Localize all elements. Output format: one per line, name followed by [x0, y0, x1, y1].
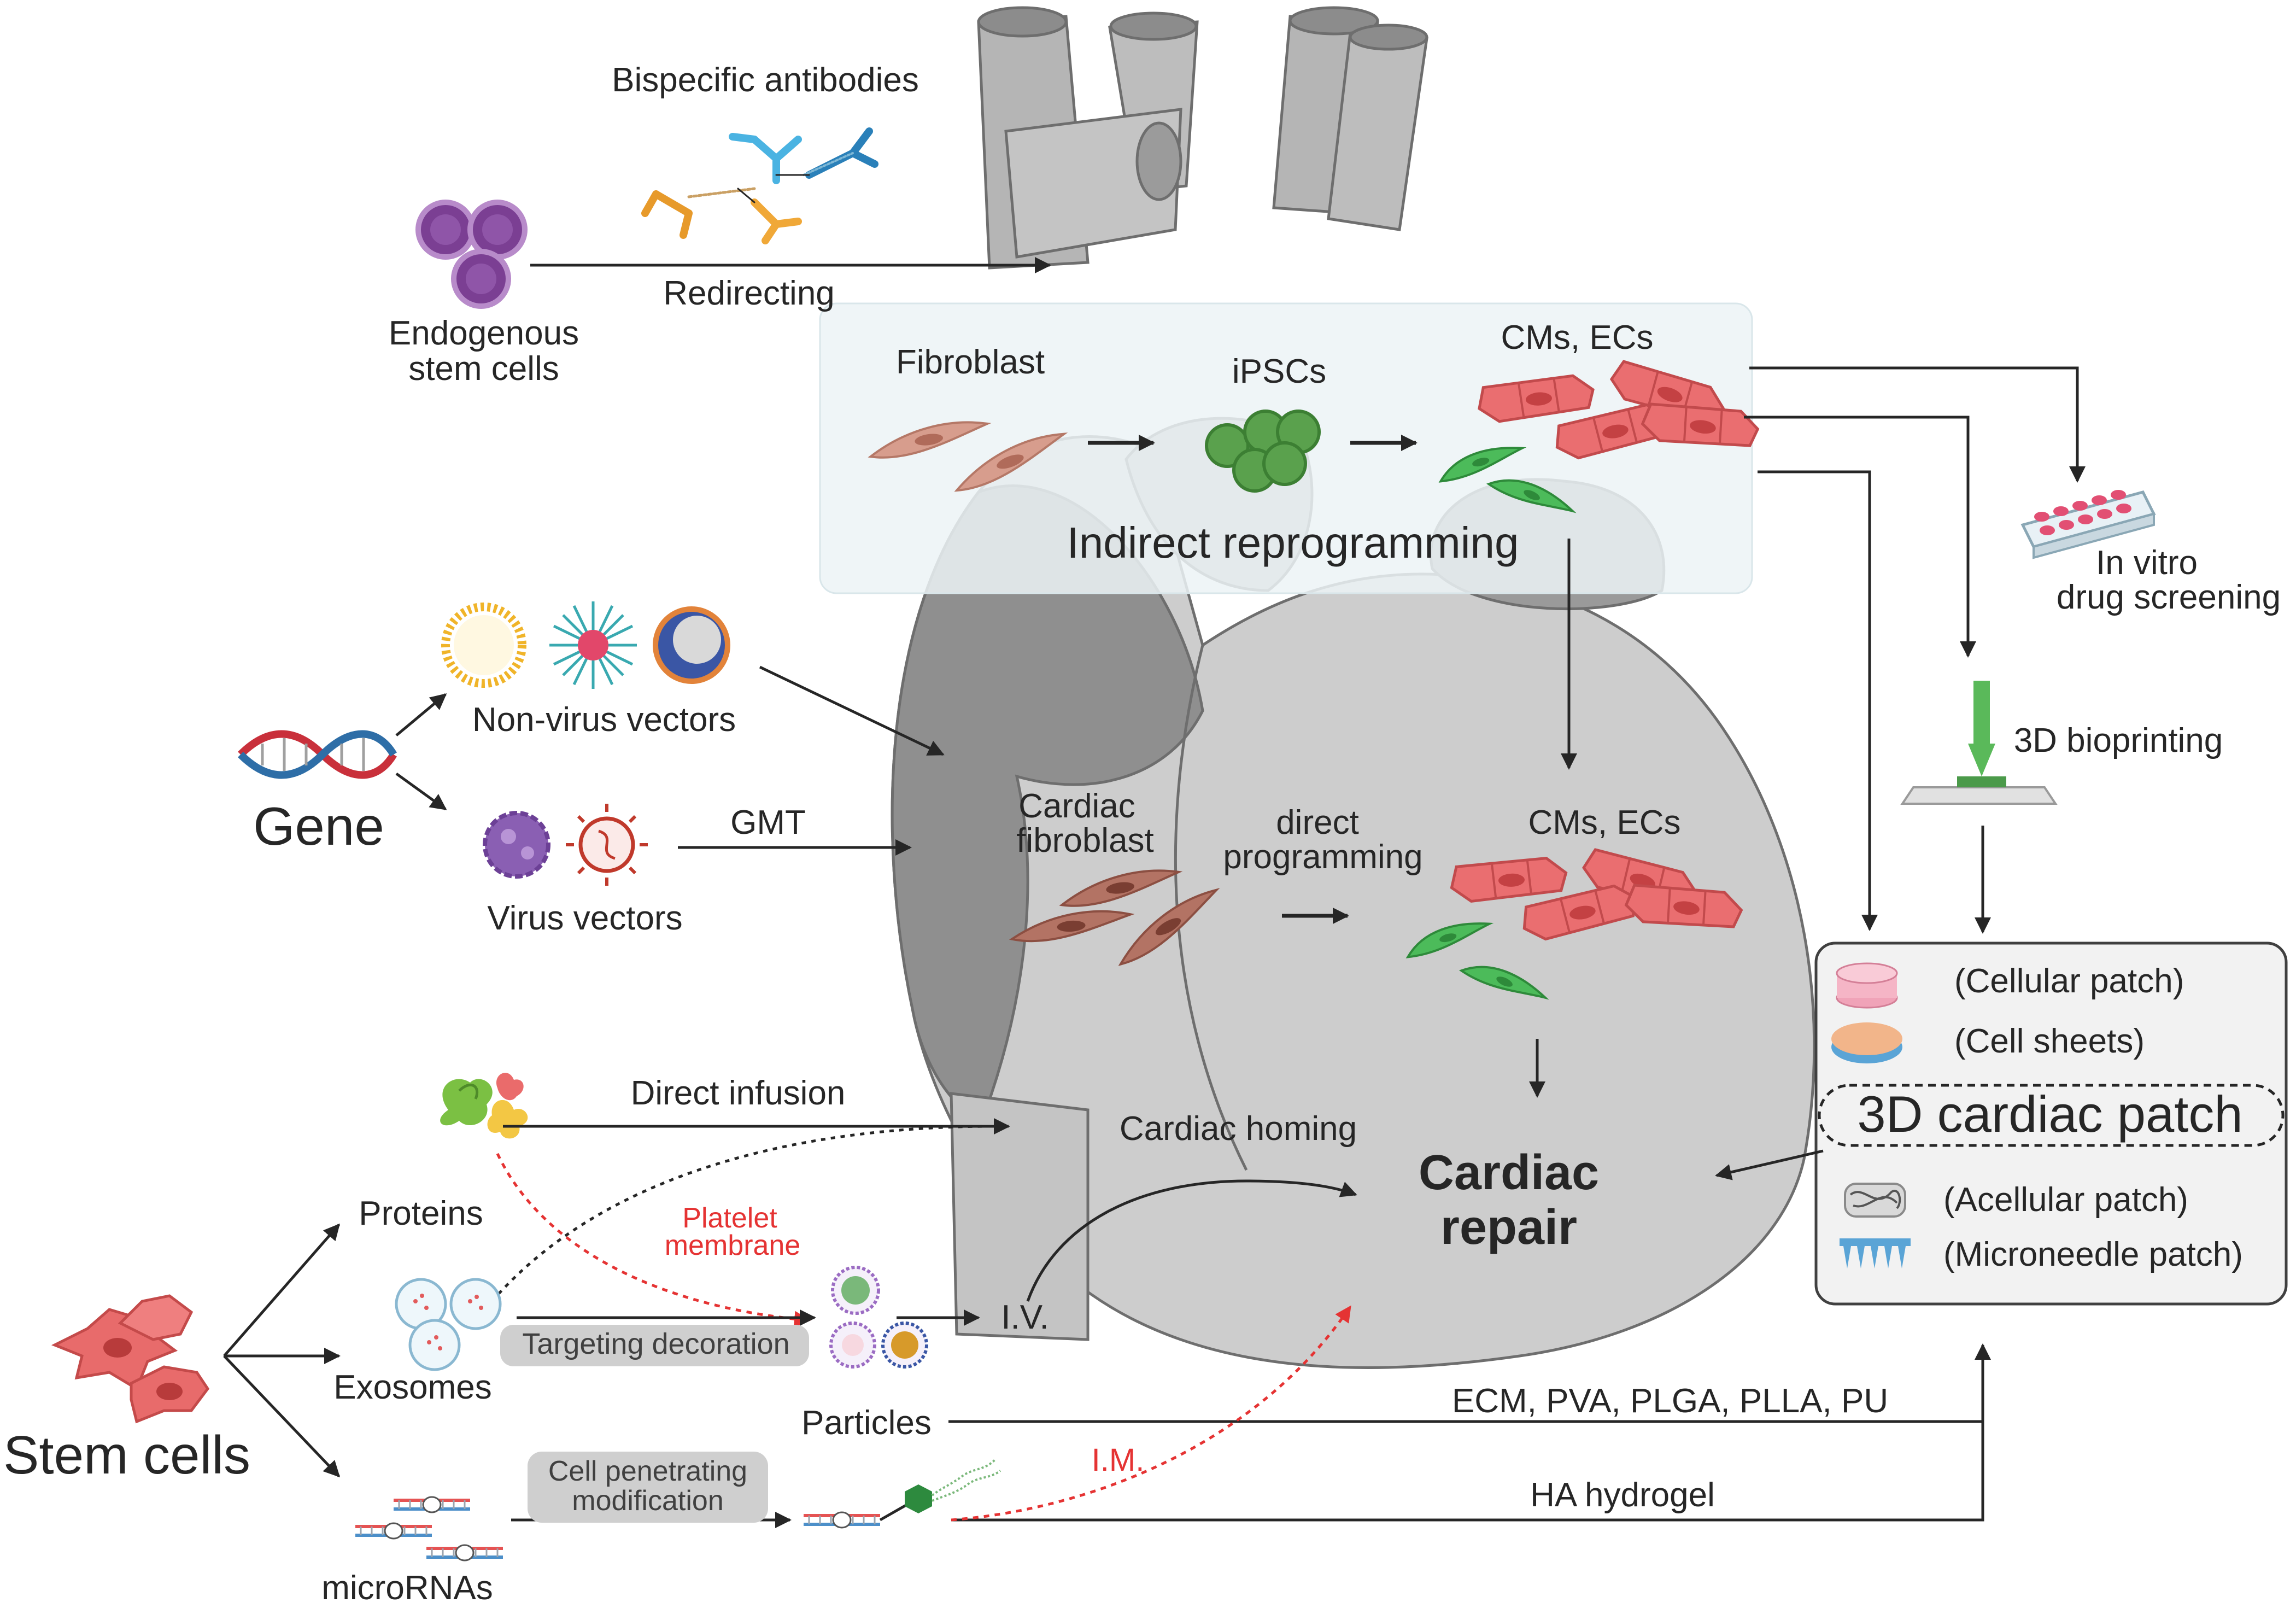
stem-cells-icon [51, 1294, 210, 1424]
cell-sheets-icon [1831, 1022, 1902, 1063]
non-virus-vectors-icon [441, 601, 730, 689]
cell-penetrating-label-2: modification [572, 1485, 723, 1517]
acellular-patch-label: (Acellular patch) [1943, 1181, 2188, 1219]
redirecting-label: Redirecting [663, 274, 835, 312]
particles-label: Particles [801, 1404, 932, 1442]
bioprinter-icon [1900, 681, 2058, 805]
gene-label: Gene [253, 796, 384, 856]
modified-mirna-icon [804, 1459, 1001, 1528]
virus-vectors-icon [483, 804, 648, 886]
cellular-patch-label: (Cellular patch) [1954, 962, 2184, 1000]
endogenous-stem-cells-icon [415, 200, 528, 309]
acellular-patch-icon [1844, 1183, 1906, 1218]
cardiac-fibroblast-label-1: Cardiac [1018, 787, 1135, 825]
drug-screening-label: drug screening [2057, 578, 2281, 616]
bispecific-antibodies-icon [641, 127, 878, 244]
gmt-label: GMT [730, 804, 806, 841]
cell-penetrating-label-1: Cell penetrating [548, 1455, 747, 1487]
virus-label: Virus vectors [487, 899, 682, 937]
patch-to-repair-arrow [1715, 1149, 1824, 1180]
particles-icon [829, 1266, 928, 1369]
proteins-label: Proteins [359, 1195, 483, 1232]
to-bioprinting-arrow [1744, 416, 1976, 658]
ha-label: HA hydrogel [1530, 1476, 1715, 1514]
microneedle-patch-label: (Microneedle patch) [1943, 1236, 2243, 1273]
cell-sheets-label: (Cell sheets) [1954, 1022, 2145, 1060]
gene-to-virus-arrow [395, 772, 447, 811]
to-patch-arrow [1758, 470, 1878, 931]
programming-label: programming [1223, 838, 1422, 876]
stem-cells-main-label: Stem cells [3, 1425, 250, 1485]
non-virus-to-heart-arrow [759, 665, 945, 756]
ha-hydrogel-arrow [951, 1345, 1984, 1522]
endogenous-label: Endogenous [389, 314, 579, 352]
cardiac-homing-label: Cardiac homing [1120, 1110, 1357, 1148]
cardiac-repair-label-2: repair [1440, 1200, 1577, 1255]
non-virus-label: Non-virus vectors [472, 701, 736, 739]
to-drug-screening-arrow [1749, 366, 2086, 483]
direct-infusion-label: Direct infusion [631, 1074, 846, 1112]
cell-penetrating-badge [528, 1452, 768, 1523]
targeting-badge [500, 1325, 809, 1366]
bioprinting-label: 3D bioprinting [2014, 722, 2223, 759]
cms-ecs-mid-label: CMs, ECs [1528, 804, 1681, 841]
ecm-label: ECM, PVA, PLGA, PLLA, PU [1452, 1382, 1888, 1420]
heart-illustration [891, 6, 1816, 1369]
fibroblast-label: Fibroblast [896, 343, 1045, 381]
patch-box [1814, 942, 2288, 1306]
patch-title: 3D cardiac patch [1857, 1085, 2242, 1143]
proteins-icon [440, 1073, 528, 1139]
exosomes-icon [395, 1278, 502, 1371]
cardiac-repair-label-1: Cardiac [1419, 1145, 1599, 1200]
well-plate-icon [2020, 490, 2156, 559]
bispecific-label: Bispecific antibodies [612, 61, 919, 99]
targeting-label: Targeting decoration [522, 1328, 789, 1360]
patch-title-frame [1818, 1084, 2285, 1147]
micrornas-icon [355, 1497, 503, 1560]
stem-to-micrornas-arrow [223, 1355, 341, 1478]
im-injection-path [951, 1305, 1352, 1522]
platelet-membrane-path [496, 1153, 811, 1328]
microneedle-patch-icon [1840, 1238, 1911, 1268]
gene-to-nonvirus-arrow [395, 693, 447, 736]
indirect-reprogramming-label: Indirect reprogramming [1067, 518, 1519, 567]
cms-ecs-top-label: CMs, ECs [1501, 319, 1654, 356]
cardiac-fibroblast-label-2: fibroblast [1016, 822, 1154, 859]
membrane-label: membrane [665, 1230, 801, 1261]
ipscs-icon [1205, 410, 1321, 493]
in-vitro-label: In vitro [2096, 544, 2198, 582]
stem-to-proteins-arrow [223, 1223, 340, 1357]
ipscs-label: iPSCs [1232, 353, 1326, 390]
im-label: I.M. [1092, 1442, 1145, 1478]
direct-label: direct [1276, 804, 1359, 841]
dna-icon [238, 730, 397, 779]
micrornas-label: microRNAs [321, 1569, 493, 1607]
exosome-dotted-path [491, 1125, 995, 1302]
platelet-label: Platelet [682, 1202, 777, 1234]
exosomes-label: Exosomes [333, 1369, 491, 1406]
cellular-patch-icon [1836, 962, 1898, 1009]
iv-label: I.V. [1001, 1299, 1049, 1336]
stem-cells-label: stem cells [408, 350, 559, 388]
cardiac-homing-arrow [1026, 1179, 1357, 1302]
